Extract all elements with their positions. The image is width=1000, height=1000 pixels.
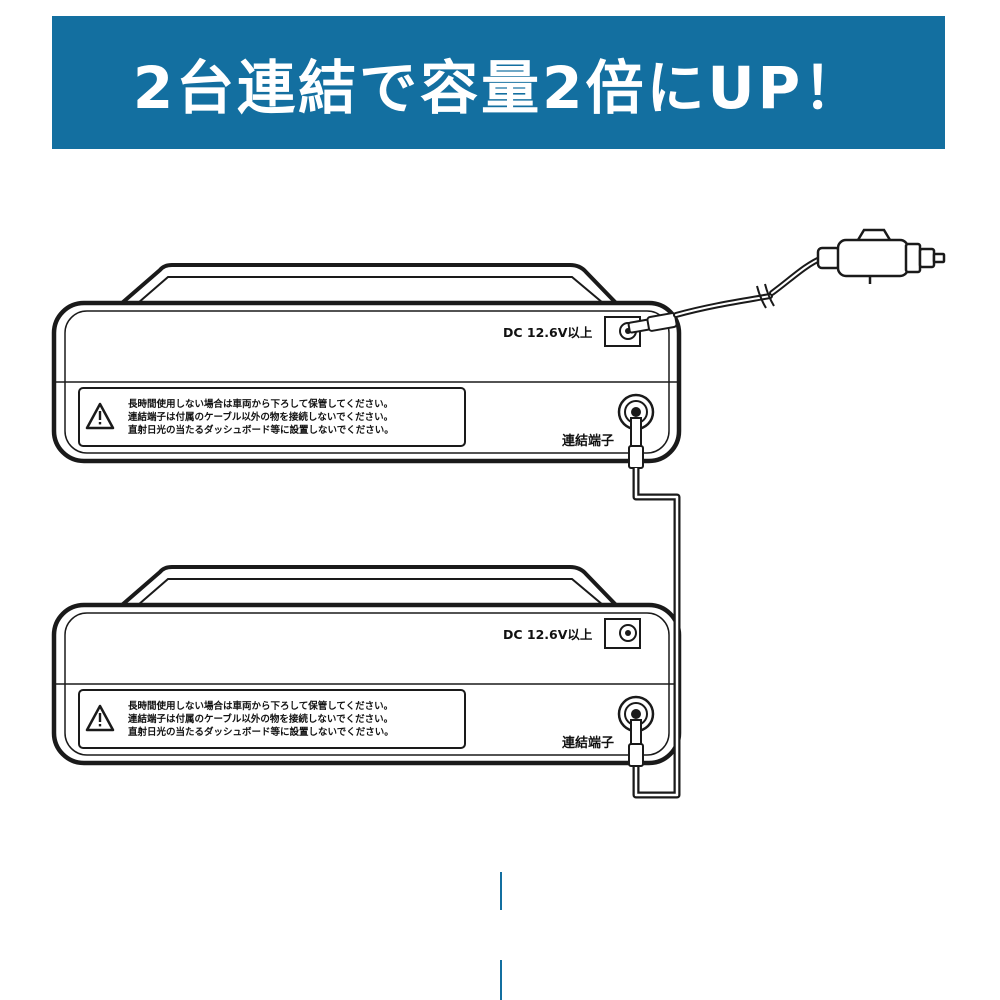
warning-line: 直射日光の当たるダッシュボード等に設置しないでください。 bbox=[128, 726, 394, 738]
warning-line: 連結端子は付属のケーブル以外の物を接続しないでください。 bbox=[128, 411, 393, 423]
warning-line: 長時間使用しない場合は車両から下ろして保管してください。 bbox=[128, 398, 393, 410]
warning-triangle-icon bbox=[85, 704, 115, 732]
warning-line: 連結端子は付属のケーブル以外の物を接続しないでください。 bbox=[128, 713, 393, 725]
link-cable bbox=[628, 417, 681, 799]
divider-line bbox=[500, 872, 502, 910]
divider-line bbox=[500, 960, 502, 1000]
dc-jack-icon[interactable] bbox=[604, 618, 641, 649]
link-port-label: 連結端子 bbox=[562, 735, 614, 751]
warning-triangle-icon bbox=[85, 402, 115, 430]
link-port-label: 連結端子 bbox=[562, 433, 614, 449]
dc-input-label: DC 12.6V以上 bbox=[503, 627, 593, 642]
battery-unit-top: 長時間使用しない場合は車両から下ろして保管してください。 連結端子は付属のケーブ… bbox=[54, 265, 679, 461]
battery-unit-bottom: 長時間使用しない場合は車両から下ろして保管してください。 連結端子は付属のケーブ… bbox=[54, 567, 679, 763]
warning-line: 長時間使用しない場合は車両から下ろして保管してください。 bbox=[128, 700, 393, 712]
title-banner: 2台連結で容量2倍にUP！ bbox=[52, 16, 945, 149]
warning-line: 直射日光の当たるダッシュボード等に設置しないでください。 bbox=[128, 424, 394, 436]
page-title: 2台連結で容量2倍にUP！ bbox=[132, 53, 865, 122]
car-cigarette-plug-icon bbox=[627, 228, 946, 334]
dc-input-label: DC 12.6V以上 bbox=[503, 325, 593, 340]
